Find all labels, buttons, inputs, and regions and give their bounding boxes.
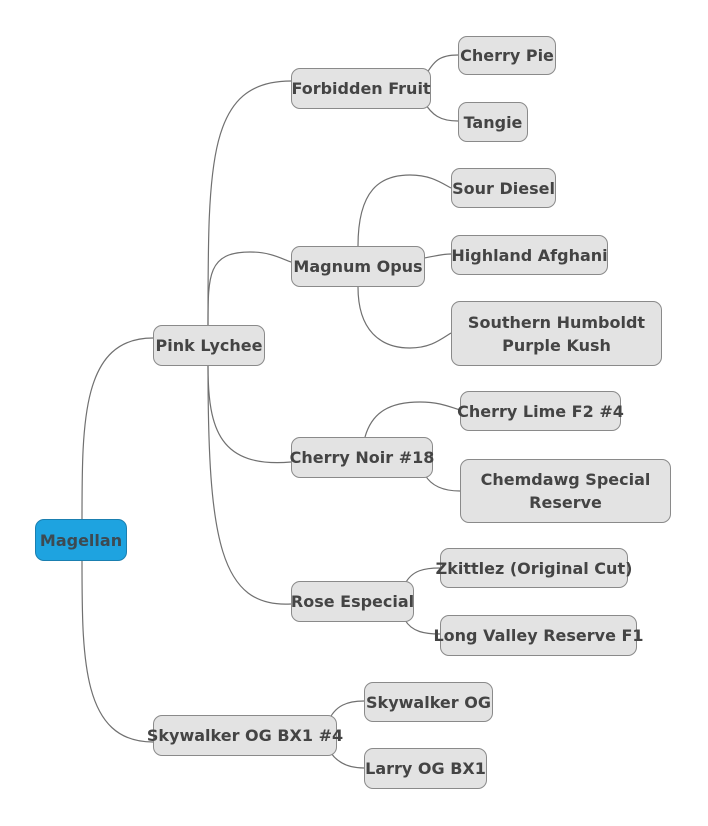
node-magnum-opus[interactable]: Magnum Opus (291, 246, 425, 287)
connector-magnum-southern (357, 286, 452, 349)
connector-magnum-highland (423, 253, 452, 259)
node-chemdawg-special-reserve[interactable]: Chemdawg Special Reserve (460, 459, 671, 523)
connector-pink-lychee-forbidden-fruit (207, 80, 292, 326)
node-zkittlez-original-cut[interactable]: Zkittlez (Original Cut) (436, 548, 632, 588)
node-skywalker-og-bx1-4[interactable]: Skywalker OG BX1 #4 (147, 715, 343, 756)
node-long-valley-reserve-f1[interactable]: Long Valley Reserve F1 (433, 615, 644, 656)
connector-root-skywalker-bx1 (81, 559, 154, 743)
connector-cherry-noir-lime (364, 401, 461, 438)
node-highland-afghani[interactable]: Highland Afghani (451, 235, 608, 275)
node-tangie[interactable]: Tangie (458, 102, 528, 142)
connector-pink-lychee-cherry-noir (207, 365, 292, 464)
root-node[interactable]: Magellan (35, 519, 127, 561)
node-skywalker-og[interactable]: Skywalker OG (364, 682, 493, 722)
node-cherry-pie[interactable]: Cherry Pie (458, 36, 556, 75)
connector-pink-lychee-magnum-opus (207, 251, 292, 326)
connector-rose-long-valley (404, 619, 441, 635)
node-rose-especial[interactable]: Rose Especial (291, 581, 414, 622)
connector-rose-zkittlez (404, 567, 441, 585)
node-cherry-noir-18[interactable]: Cherry Noir #18 (290, 437, 434, 478)
node-southern-humboldt-purple-kush[interactable]: Southern Humboldt Purple Kush (451, 301, 662, 366)
node-forbidden-fruit[interactable]: Forbidden Fruit (291, 68, 431, 109)
node-sour-diesel[interactable]: Sour Diesel (451, 168, 556, 208)
node-larry-og-bx1[interactable]: Larry OG BX1 (364, 748, 487, 789)
node-cherry-lime-f2-4[interactable]: Cherry Lime F2 #4 (457, 391, 624, 431)
node-pink-lychee[interactable]: Pink Lychee (153, 325, 265, 366)
connector-cherry-noir-chemdawg (424, 474, 461, 492)
connector-root-pink-lychee (81, 337, 154, 521)
connector-magnum-sour-diesel (357, 174, 452, 247)
connector-pink-lychee-rose-especial (207, 365, 292, 605)
